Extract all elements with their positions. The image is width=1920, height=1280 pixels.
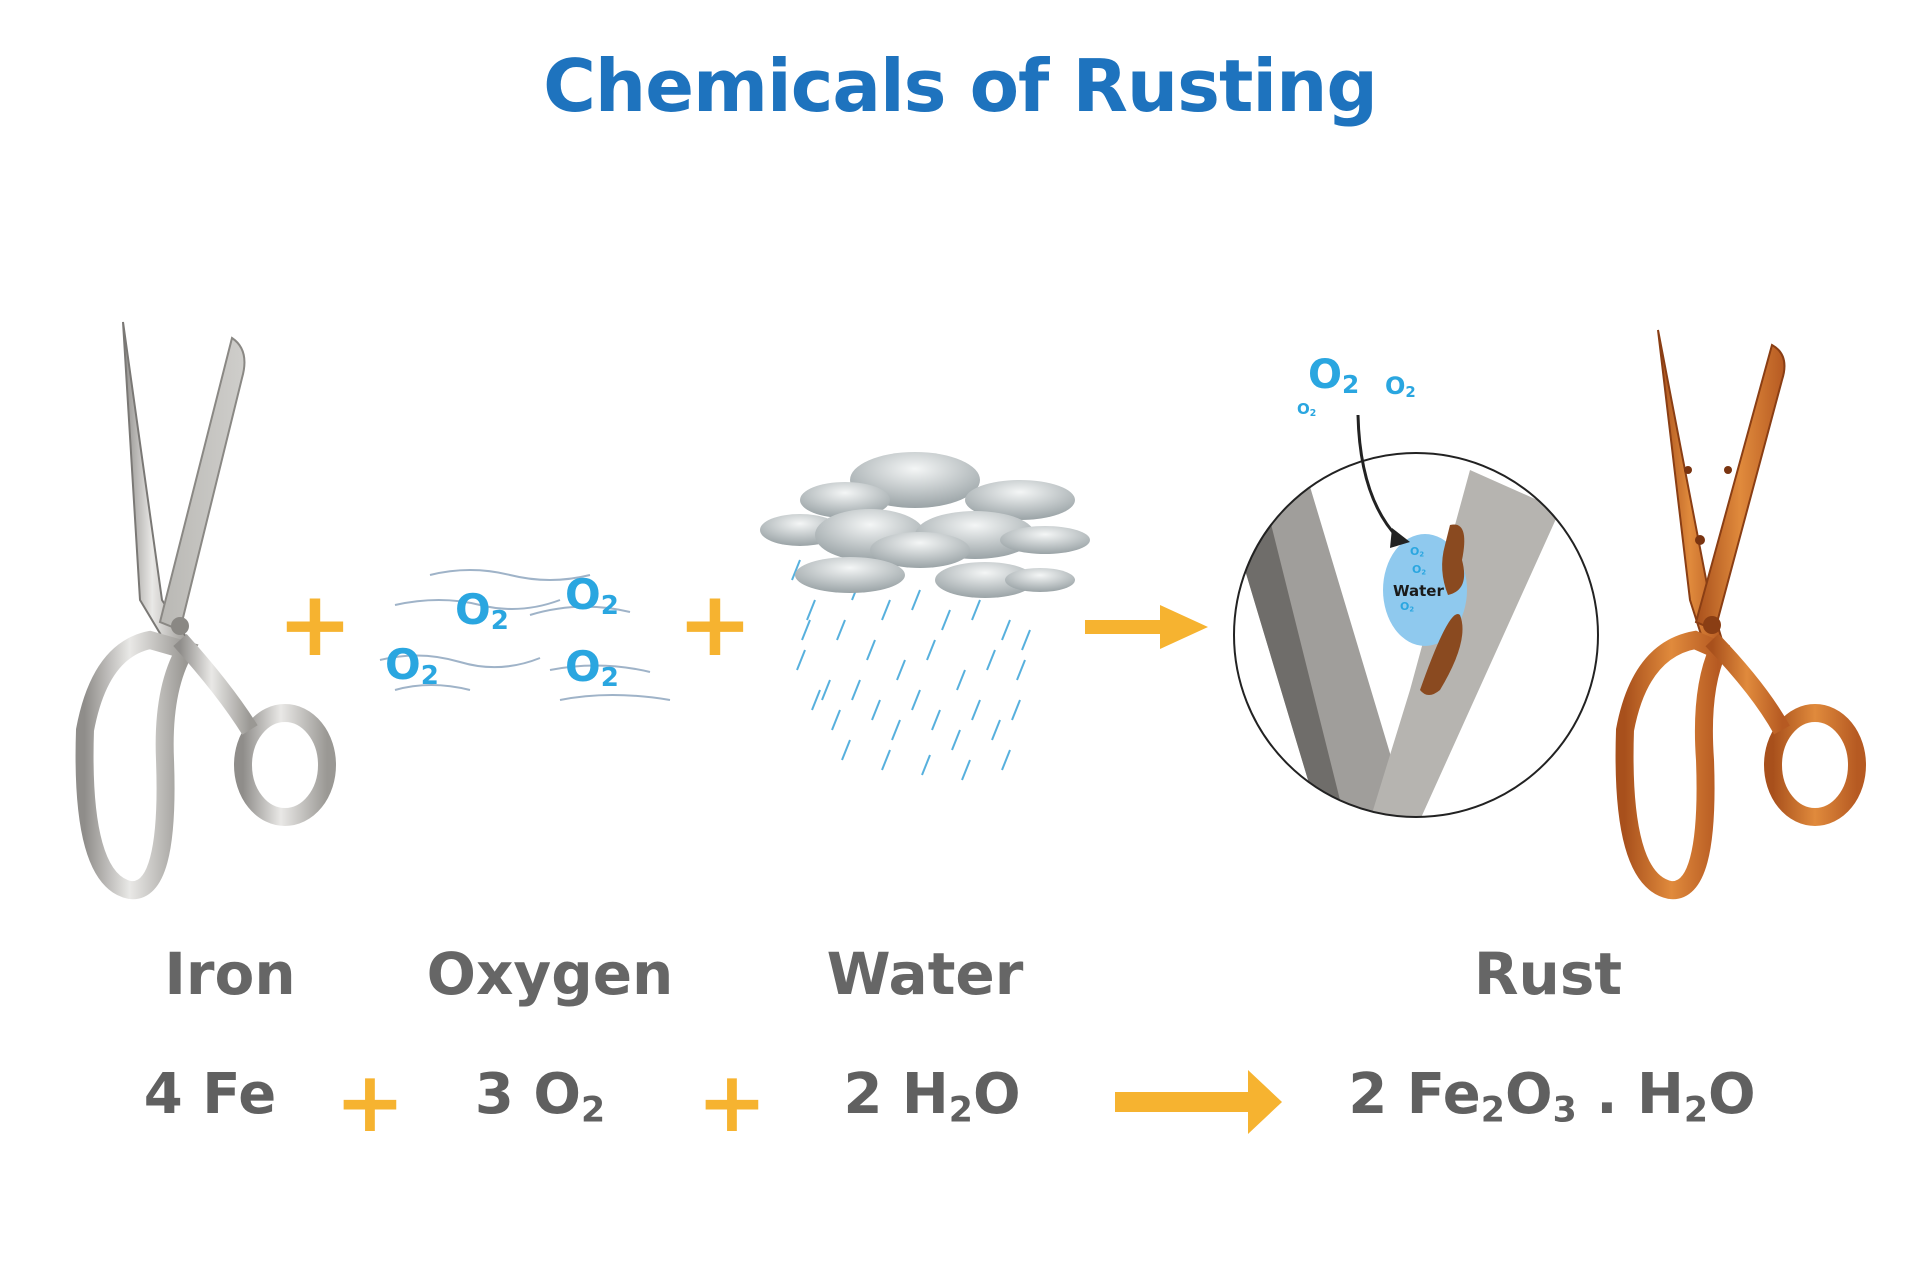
oxygen-molecule: O2: [1297, 400, 1317, 419]
arrow-right-icon: [1115, 1070, 1282, 1134]
plus-sign: +: [677, 572, 753, 677]
oxygen-molecule: O2: [565, 570, 619, 622]
plus-sign: +: [277, 572, 353, 677]
label-oxygen: Oxygen: [426, 940, 674, 1008]
oxygen-molecule: O2: [565, 642, 619, 694]
equation-oxygen: 3 O2: [474, 1062, 606, 1131]
inset-water-label: Water: [1393, 582, 1444, 600]
rain-cloud-icon: [760, 452, 1090, 781]
label-water: Water: [826, 940, 1024, 1008]
magnified-rust-icon: [1233, 414, 1599, 818]
plus-sign: +: [696, 1053, 768, 1151]
oxygen-molecules-icon: [379, 569, 671, 701]
oxygen-molecule: O2: [385, 640, 439, 692]
label-rust: Rust: [1473, 940, 1623, 1008]
diagram-title: Chemicals of Rusting: [543, 44, 1378, 128]
rusty-scissors-icon: [1615, 329, 1866, 900]
oxygen-molecule: O2: [1412, 563, 1427, 577]
label-iron: Iron: [164, 940, 296, 1008]
equation-water: 2 H2O: [843, 1062, 1021, 1131]
plus-sign: +: [334, 1053, 406, 1151]
equation-iron: 4 Fe: [143, 1062, 277, 1127]
oxygen-molecule: O2: [455, 585, 509, 637]
oxygen-molecule: O2: [1410, 545, 1425, 559]
oxygen-molecule: O2: [1308, 352, 1360, 399]
equation-rust: 2 Fe2O3 . H2O: [1348, 1062, 1756, 1131]
oxygen-molecule: O2: [1385, 372, 1416, 401]
scissors-icon: [75, 321, 336, 900]
oxygen-molecule: O2: [1400, 600, 1415, 614]
arrow-right-icon: [1085, 605, 1208, 649]
